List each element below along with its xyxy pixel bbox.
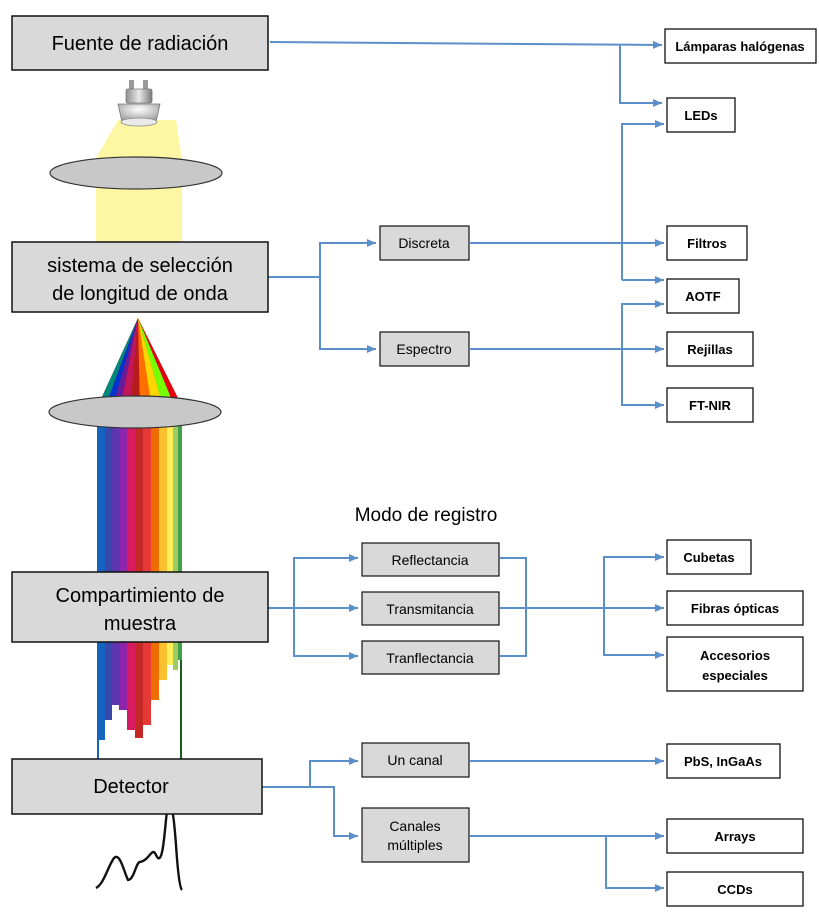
box-rejillas-label: Rejillas xyxy=(687,342,733,357)
box-detector-label: Detector xyxy=(93,776,169,798)
box-un-canal-label: Un canal xyxy=(387,752,442,768)
box-canales-multiples: Canales múltiples xyxy=(361,807,470,863)
box-filtros: Filtros xyxy=(666,225,748,261)
box-sistema: sistema de selección de longitud de onda xyxy=(11,241,269,313)
box-aotf: AOTF xyxy=(666,278,740,314)
box-lamparas: Lámparas halógenas xyxy=(664,28,817,64)
box-accesorios-label-1: Accesorios xyxy=(700,648,770,663)
box-pbs: PbS, InGaAs xyxy=(666,743,781,779)
box-transmitancia: Transmitancia xyxy=(361,591,500,626)
box-transmitancia-label: Transmitancia xyxy=(386,601,474,617)
box-cubetas: Cubetas xyxy=(666,539,752,575)
box-fuente: Fuente de radiación xyxy=(11,15,269,71)
box-canales-label-2: múltiples xyxy=(387,837,442,853)
box-arrays: Arrays xyxy=(666,818,804,854)
box-discreta-label: Discreta xyxy=(398,235,450,251)
box-reflectancia-label: Reflectancia xyxy=(391,552,468,568)
lens-top xyxy=(49,156,223,190)
box-accesorios: Accesorios especiales xyxy=(666,636,804,692)
connector-lines xyxy=(262,40,664,892)
box-lamparas-label: Lámparas halógenas xyxy=(675,39,804,54)
halogen-bulb-icon xyxy=(117,80,161,127)
box-arrays-label: Arrays xyxy=(714,829,755,844)
box-aotf-label: AOTF xyxy=(685,289,720,304)
spectrum-beam xyxy=(96,318,184,760)
box-pbs-label: PbS, InGaAs xyxy=(684,754,762,769)
box-leds: LEDs xyxy=(666,97,736,133)
box-reflectancia: Reflectancia xyxy=(361,542,500,577)
box-tranflectancia: Tranflectancia xyxy=(361,640,500,675)
box-leds-label: LEDs xyxy=(684,108,717,123)
box-tranflectancia-label: Tranflectancia xyxy=(386,650,474,666)
box-detector: Detector xyxy=(11,758,263,815)
box-compartimiento-label-1: Compartimiento de xyxy=(56,585,225,607)
box-filtros-label: Filtros xyxy=(687,236,727,251)
box-fuente-label: Fuente de radiación xyxy=(52,33,229,55)
box-espectro: Espectro xyxy=(379,331,470,367)
box-fibras: Fibras ópticas xyxy=(666,590,804,626)
box-compartimiento-label-2: muestra xyxy=(104,613,177,635)
box-canales-label-1: Canales xyxy=(389,818,440,834)
spectrum-curve xyxy=(95,803,184,891)
box-compartimiento: Compartimiento de muestra xyxy=(11,571,269,643)
box-discreta: Discreta xyxy=(379,225,470,261)
modo-registro-label: Modo de registro xyxy=(355,505,498,526)
box-fibras-label: Fibras ópticas xyxy=(691,601,779,616)
box-ccds: CCDs xyxy=(666,871,804,907)
box-sistema-label-2: de longitud de onda xyxy=(52,283,229,305)
box-sistema-label-1: sistema de selección xyxy=(47,255,233,277)
box-rejillas: Rejillas xyxy=(666,331,754,367)
box-ftnir: FT-NIR xyxy=(666,387,754,423)
lens-middle xyxy=(48,395,222,429)
box-ccds-label: CCDs xyxy=(717,882,752,897)
box-espectro-label: Espectro xyxy=(396,341,451,357)
box-cubetas-label: Cubetas xyxy=(683,550,734,565)
box-accesorios-label-2: especiales xyxy=(702,668,768,683)
box-ftnir-label: FT-NIR xyxy=(689,398,731,413)
box-un-canal: Un canal xyxy=(361,742,470,778)
